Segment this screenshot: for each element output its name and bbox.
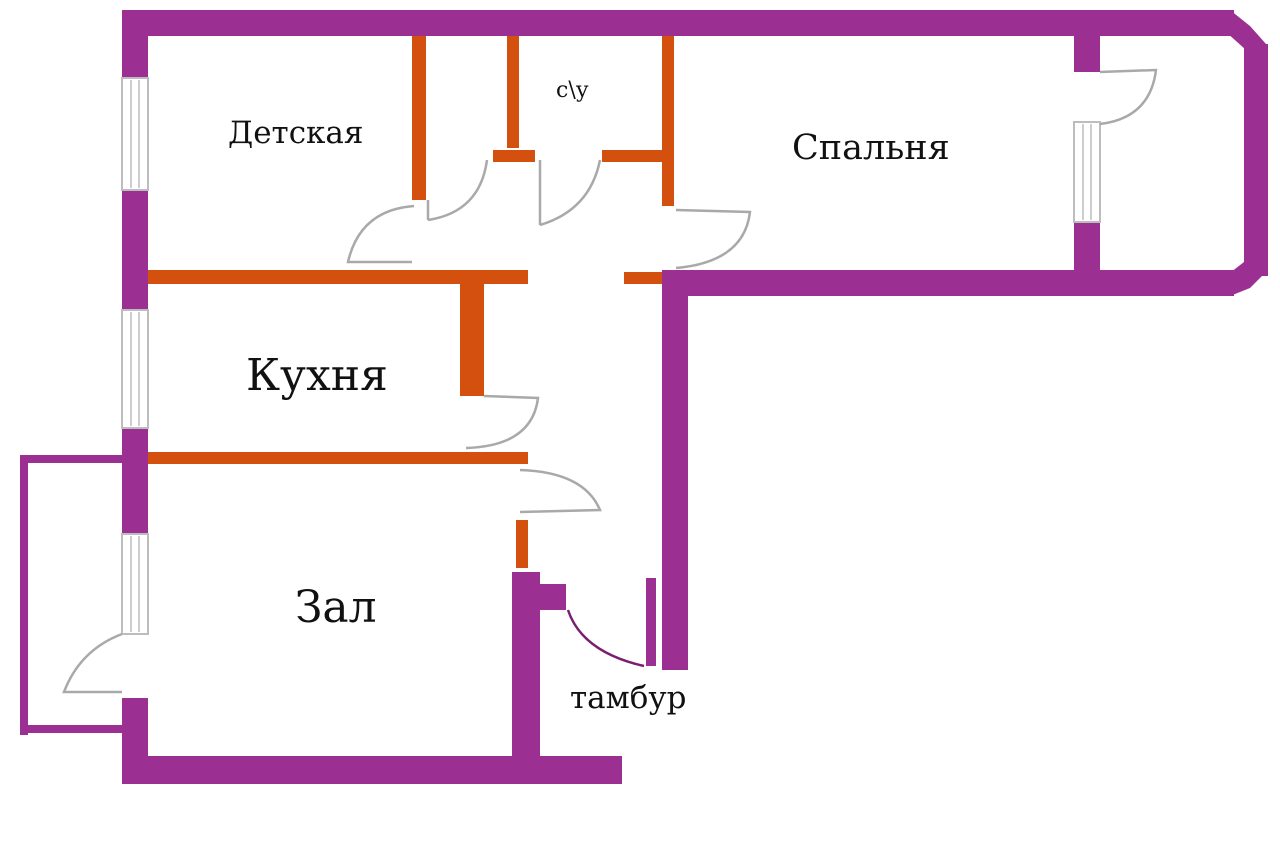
room-label-tambur: тамбур bbox=[570, 680, 687, 716]
room-label-spalnya: Спальня bbox=[792, 128, 950, 168]
windows bbox=[121, 77, 1101, 635]
doors bbox=[62, 68, 1158, 694]
room-label-sanuzel: с\у bbox=[556, 78, 589, 103]
window-zal bbox=[121, 533, 149, 635]
room-label-zal: Зал bbox=[295, 582, 377, 633]
room-label-kukhnya: Кухня bbox=[246, 350, 388, 401]
door-su-1 bbox=[538, 159, 602, 227]
door-detskaya-inner bbox=[426, 159, 489, 222]
door-kukhnya bbox=[465, 394, 540, 450]
window-detskaya bbox=[121, 77, 149, 191]
door-zal bbox=[519, 468, 602, 514]
door-spalnya bbox=[675, 208, 752, 270]
interior-walls bbox=[148, 36, 674, 568]
room-label-detskaya: Детская bbox=[228, 115, 364, 151]
door-spalnya-balcony bbox=[1099, 68, 1158, 126]
window-kukhnya bbox=[121, 309, 149, 429]
door-detskaya bbox=[346, 204, 415, 264]
entrance-door-arc bbox=[566, 609, 645, 668]
exterior-walls bbox=[20, 10, 1268, 784]
door-loggia bbox=[62, 632, 123, 694]
window-spalnya-balcony bbox=[1073, 121, 1101, 223]
